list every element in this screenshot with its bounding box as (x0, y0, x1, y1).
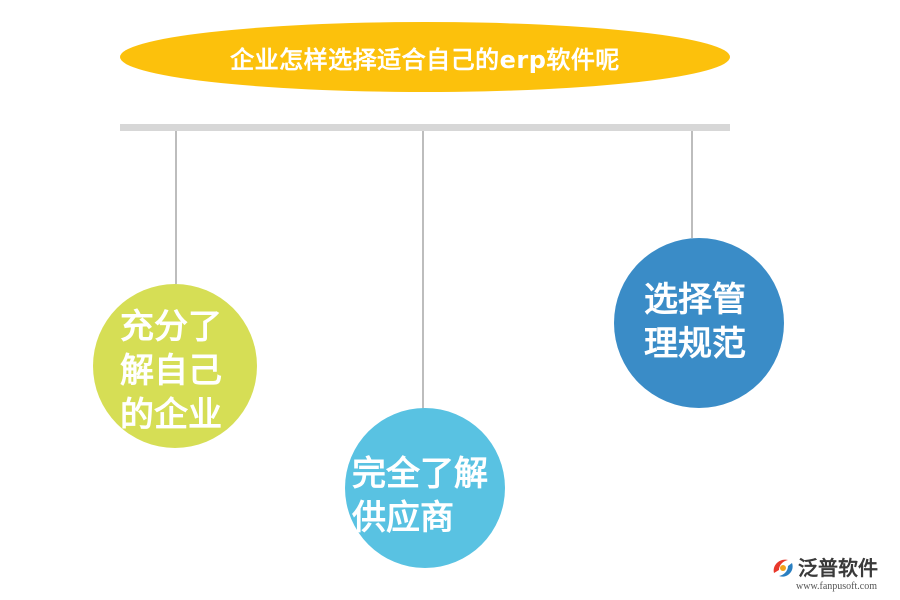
connector-line-2 (422, 131, 424, 411)
node-circle-2 (345, 408, 505, 568)
brand-logo: 泛普软件 www.fanpusoft.com (770, 555, 895, 595)
node-label-2-line-2: 供应商 (352, 498, 454, 538)
node-circle-3 (614, 238, 784, 408)
horizontal-bar (120, 124, 730, 131)
node-label-2: 完全了解 供应商 (352, 452, 488, 540)
node-label-3-line-2: 理规范 (644, 324, 746, 364)
node-label-3: 选择管 理规范 (644, 278, 746, 366)
brand-name: 泛普软件 (798, 556, 878, 580)
connector-line-1 (175, 131, 177, 284)
node-circle-1 (93, 284, 257, 448)
brand-url: www.fanpusoft.com (796, 581, 878, 592)
connector-line-3 (691, 131, 693, 238)
node-label-2-line-1: 完全了解 (352, 454, 488, 494)
node-label-1-line-1: 充分了 (120, 307, 222, 347)
swirl-logo-icon (773, 559, 793, 577)
node-label-3-line-1: 选择管 (644, 280, 746, 320)
title-banner: 企业怎样选择适合自己的erp软件呢 (120, 22, 730, 92)
node-label-1-line-3: 的企业 (120, 395, 222, 435)
node-label-1: 充分了 解自己 的企业 (120, 305, 222, 437)
node-label-1-line-2: 解自己 (120, 351, 222, 391)
diagram-title: 企业怎样选择适合自己的erp软件呢 (230, 45, 620, 74)
